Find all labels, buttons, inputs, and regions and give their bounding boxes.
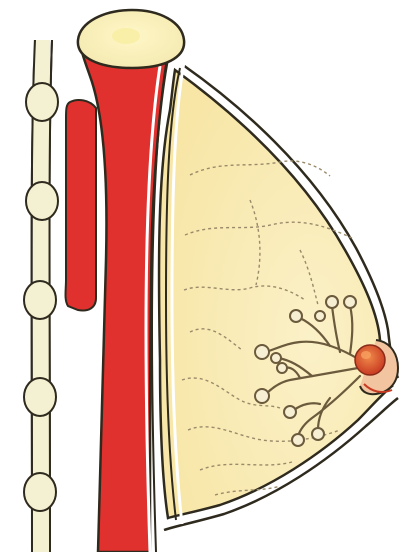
lobule (292, 434, 304, 446)
lobule (284, 406, 296, 418)
pectoralis-minor-muscle (66, 100, 97, 311)
lobule (312, 428, 324, 440)
lobule (315, 311, 325, 321)
nipple (355, 345, 385, 375)
lobule (290, 310, 302, 322)
lobule (255, 389, 269, 403)
rib-3 (24, 281, 56, 319)
rib-column (24, 40, 58, 552)
rib-4 (24, 378, 56, 416)
nipple-highlight (361, 351, 371, 359)
rib-1 (26, 83, 58, 121)
lobule (255, 345, 269, 359)
lobule (277, 363, 287, 373)
lobule (271, 353, 281, 363)
muscle-cut-highlight (112, 28, 140, 44)
rib-5 (24, 473, 56, 511)
rib-2 (26, 182, 58, 220)
lobule (344, 296, 356, 308)
lobule (326, 296, 338, 308)
breast-tissue (159, 70, 392, 518)
